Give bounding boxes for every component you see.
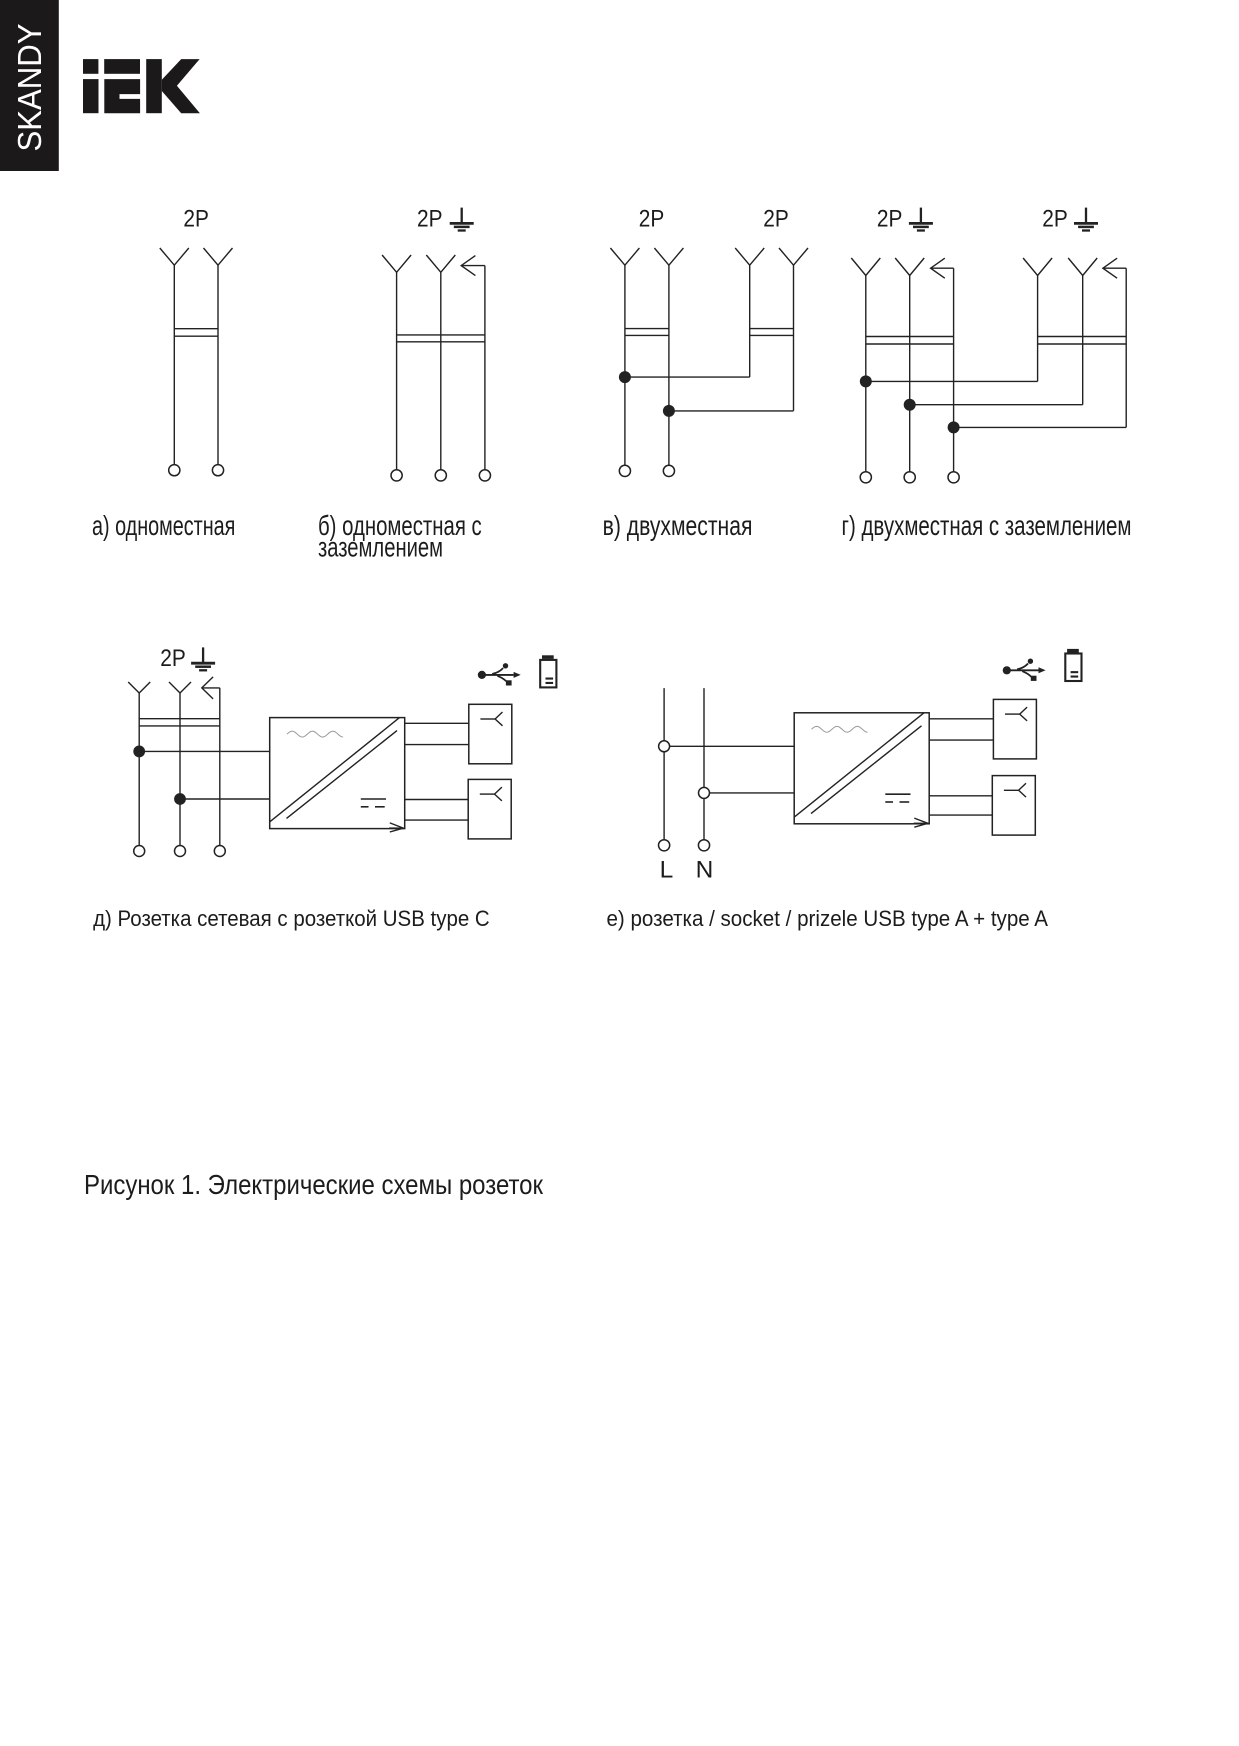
- svg-text:2P: 2P: [183, 206, 209, 233]
- svg-text:е) розетка / socket / prizele: е) розетка / socket / prizele USB type A…: [607, 906, 1049, 931]
- svg-text:2P: 2P: [160, 645, 186, 672]
- svg-text:г) двухместная с заземлением: г) двухместная с заземлением: [842, 510, 1132, 541]
- svg-text:2P: 2P: [763, 206, 789, 233]
- svg-text:заземлением: заземлением: [318, 532, 443, 563]
- svg-text:N: N: [696, 857, 714, 884]
- svg-text:2P: 2P: [639, 206, 665, 233]
- svg-text:SKANDY: SKANDY: [11, 24, 48, 152]
- svg-text:2P: 2P: [1042, 206, 1068, 233]
- svg-text:2P: 2P: [417, 206, 443, 233]
- svg-text:б) одноместная с: б) одноместная с: [318, 510, 482, 541]
- svg-text:д) Розетка сетевая с розеткой: д) Розетка сетевая с розеткой USB type C: [93, 906, 490, 931]
- svg-text:L: L: [660, 857, 674, 884]
- svg-text:2P: 2P: [877, 206, 903, 233]
- svg-text:в) двухместная: в) двухместная: [603, 510, 753, 541]
- svg-text:а) одноместная: а) одноместная: [92, 510, 235, 541]
- svg-text:Рисунок 1. Электрические схемы: Рисунок 1. Электрические схемы розеток: [84, 1169, 544, 1200]
